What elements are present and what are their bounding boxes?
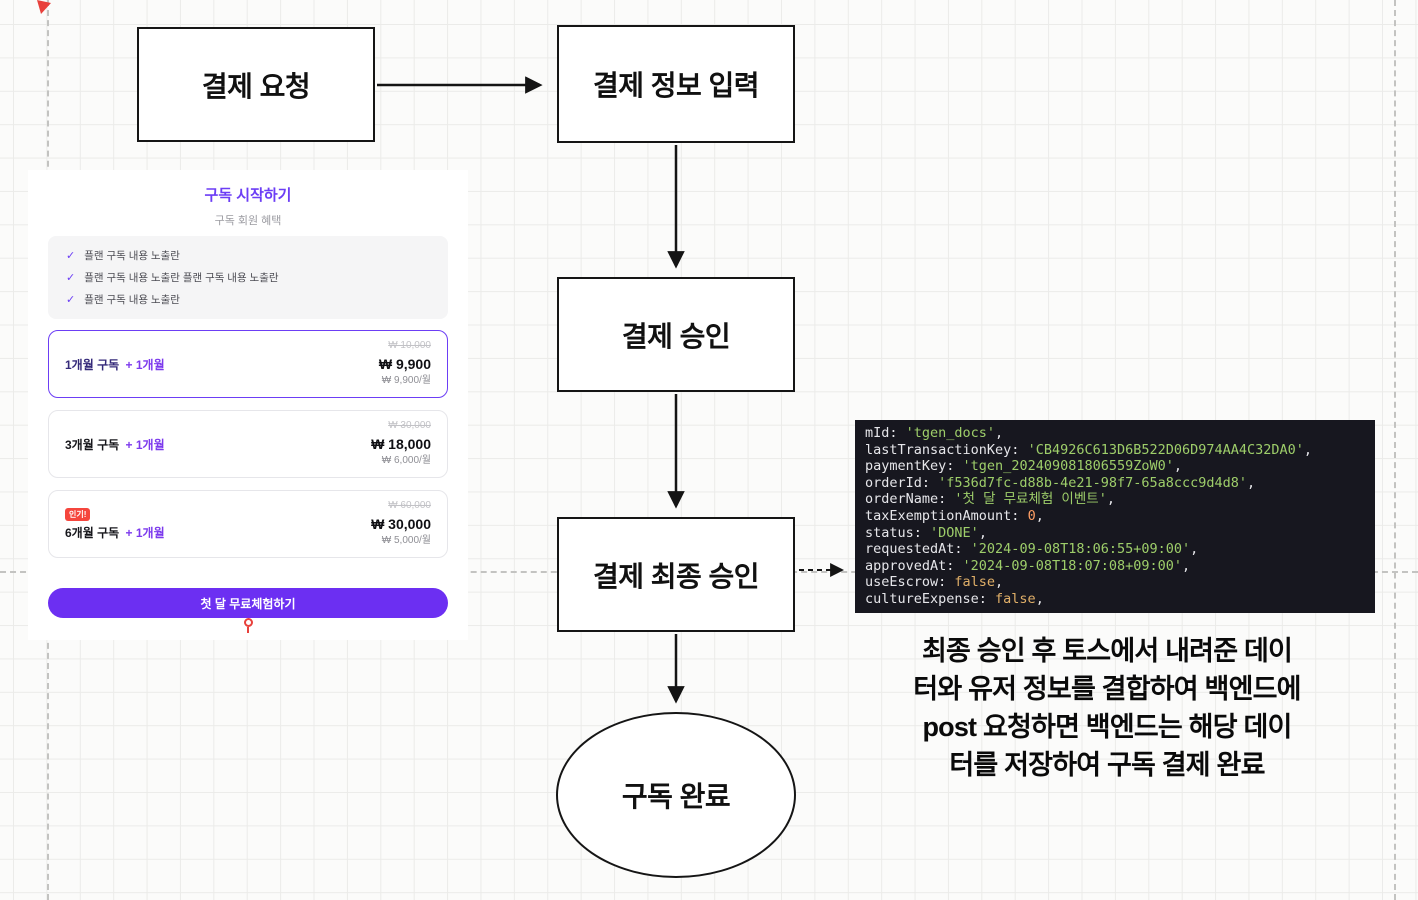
node-label: 결제 승인 — [621, 320, 731, 352]
code-line: status: 'DONE', — [865, 524, 987, 541]
node-label: 결제 최종 승인 — [592, 560, 760, 592]
code-line: requestedAt: '2024-09-08T18:06:55+09:00'… — [865, 541, 1199, 558]
benefit-item: ✓ 플랜 구독 내용 노출란 플랜 구독 내용 노출란 — [66, 270, 430, 285]
check-icon: ✓ — [66, 272, 76, 284]
plan-price: ₩ 30,000 — [371, 515, 431, 532]
plan-name: 3개월 구독 — [65, 437, 120, 452]
plan-bonus: + 1개월 — [125, 357, 165, 372]
code-line: mId: 'tgen_docs', — [865, 425, 1004, 441]
code-line: orderName: '첫 달 무료체험 이벤트', — [865, 491, 1115, 508]
plan-card-3month[interactable]: 3개월 구독 + 1개월 ₩ 30,000 ₩ 18,000 ₩ 6,000/월 — [48, 410, 448, 478]
plan-bonus: + 1개월 — [125, 437, 165, 452]
subscription-panel: 구독 시작하기 구독 회원 혜택 ✓ 플랜 구독 내용 노출란 ✓ 플랜 구독 … — [28, 170, 468, 640]
benefit-item: ✓ 플랜 구독 내용 노출란 — [66, 292, 430, 307]
code-line: lastTransactionKey: 'CB4926C613D6B522D06… — [865, 441, 1313, 458]
node-label: 결제 요청 — [201, 70, 311, 102]
flow-node-subscription-complete[interactable]: 구독 완료 — [556, 712, 796, 878]
plan-original-price: ₩ 10,000 — [388, 340, 431, 352]
plan-card-6month[interactable]: 인기! 6개월 구독 + 1개월 ₩ 60,000 ₩ 30,000 ₩ 5,0… — [48, 490, 448, 558]
plan-per-month: ₩ 9,900/월 — [381, 375, 431, 387]
code-line: useEscrow: false, — [865, 574, 1004, 591]
code-line: approvedAt: '2024-09-08T18:07:08+09:00', — [865, 557, 1191, 574]
flow-node-payment-final-approval[interactable]: 결제 최종 승인 — [557, 517, 795, 632]
note-line: 터를 저장하여 구독 결제 완료 — [949, 750, 1265, 780]
flow-node-payment-info-input[interactable]: 결제 정보 입력 — [557, 25, 795, 143]
flow-node-payment-request[interactable]: 결제 요청 — [137, 27, 375, 142]
benefit-label: 플랜 구독 내용 노출란 플랜 구독 내용 노출란 — [84, 272, 279, 284]
plan-bonus: + 1개월 — [125, 525, 165, 540]
plan-name: 6개월 구독 — [65, 525, 120, 540]
plan-price: ₩ 9,900 — [378, 355, 431, 372]
benefit-label: 플랜 구독 내용 노출란 — [84, 294, 180, 306]
guide-line-vertical-right — [1394, 0, 1396, 900]
subscription-subtitle: 구독 회원 혜택 — [214, 215, 282, 227]
plan-card-1month[interactable]: 1개월 구독 + 1개월 ₩ 10,000 ₩ 9,900 ₩ 9,900/월 — [48, 330, 448, 398]
note-line: 터와 유저 정보를 결합하여 백엔드에 — [913, 674, 1301, 704]
plan-per-month: ₩ 6,000/월 — [381, 455, 431, 467]
flow-node-payment-approval[interactable]: 결제 승인 — [557, 277, 795, 392]
plan-original-price: ₩ 30,000 — [388, 420, 431, 432]
benefits-box: ✓ 플랜 구독 내용 노출란 ✓ 플랜 구독 내용 노출란 플랜 구독 내용 노… — [48, 236, 448, 319]
plan-original-price: ₩ 60,000 — [388, 500, 431, 512]
note-line: post 요청하면 백엔드는 해당 데이 — [922, 712, 1292, 742]
popular-badge: 인기! — [65, 507, 91, 521]
code-block[interactable]: mId: 'tgen_docs',lastTransactionKey: 'CB… — [855, 420, 1375, 613]
plan-price: ₩ 18,000 — [371, 435, 431, 452]
plan-name: 1개월 구독 — [65, 357, 120, 372]
node-label: 구독 완료 — [621, 781, 731, 812]
cursor-pin-icon — [242, 618, 254, 634]
free-trial-button[interactable]: 첫 달 무료체험하기 — [48, 588, 448, 618]
subscription-title: 구독 시작하기 — [204, 187, 292, 204]
note-line: 최종 승인 후 토스에서 내려준 데이 — [921, 636, 1293, 666]
node-label: 결제 정보 입력 — [592, 70, 760, 101]
check-icon: ✓ — [66, 250, 76, 262]
benefit-item: ✓ 플랜 구독 내용 노출란 — [66, 248, 430, 263]
code-line: cultureExpense: false, — [865, 590, 1044, 607]
code-line: taxExemptionAmount: 0, — [865, 507, 1044, 524]
code-line: paymentKey: 'tgen_202409081806559ZoW0', — [865, 458, 1183, 475]
code-line: orderId: 'f536d7fc-d88b-4e21-98f7-65a8cc… — [865, 474, 1256, 491]
red-cursor-marker — [37, 0, 51, 14]
benefit-label: 플랜 구독 내용 노출란 — [84, 250, 180, 262]
note-text: 최종 승인 후 토스에서 내려준 데이 터와 유저 정보를 결합하여 백엔드에 … — [852, 632, 1362, 784]
check-icon: ✓ — [66, 294, 76, 306]
plan-per-month: ₩ 5,000/월 — [381, 535, 431, 547]
